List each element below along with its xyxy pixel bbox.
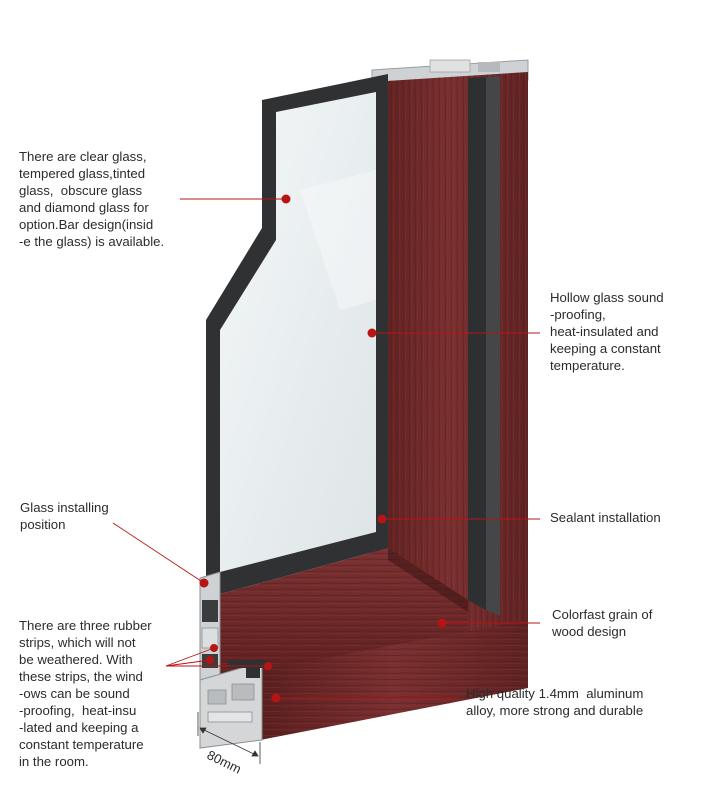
dot-strip-1 <box>210 644 218 652</box>
bottom-rail <box>206 548 528 740</box>
dot-hollow-glass <box>367 328 377 338</box>
dot-aluminum <box>271 693 281 703</box>
glass-pane <box>206 74 388 598</box>
colorfast-label: Colorfast grain of wood design <box>552 607 653 639</box>
glass-installing-label: Glass installing position <box>20 500 109 532</box>
dimension-marker <box>197 712 261 764</box>
rubber-strips-label: There are three rubber strips, which wil… <box>19 618 152 769</box>
callout-dots <box>199 194 447 703</box>
callout-lines <box>112 198 540 699</box>
dot-colorfast <box>437 618 447 628</box>
dot-sealant <box>377 514 387 524</box>
dot-glass <box>281 194 291 204</box>
side-frame <box>372 72 528 688</box>
aluminum-label: High quality 1.4mm aluminum alloy, more … <box>466 686 644 718</box>
dot-strip-2 <box>206 656 214 664</box>
dot-glass-install <box>199 578 209 588</box>
hollow-glass-label: Hollow glass sound -proofing, heat-insul… <box>550 290 664 373</box>
sealant-label: Sealant installation <box>550 510 661 525</box>
glass-options-label: There are clear glass, tempered glass,ti… <box>19 149 165 249</box>
dimension-text: 80mm <box>205 747 244 776</box>
dot-strip-3 <box>264 662 272 670</box>
